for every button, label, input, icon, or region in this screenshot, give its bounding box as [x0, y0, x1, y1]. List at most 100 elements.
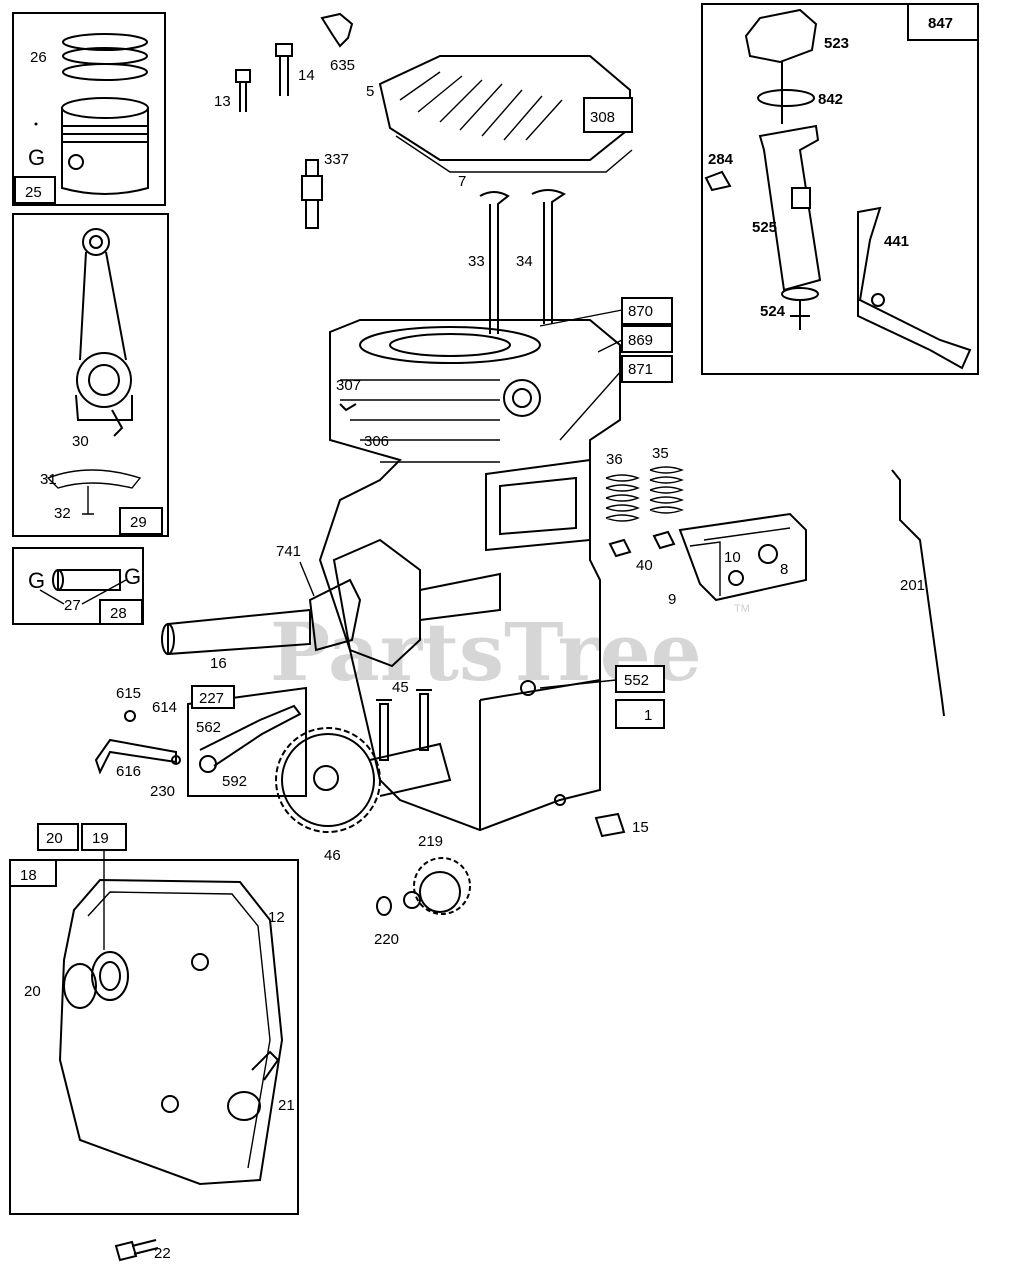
- label-615: 615: [116, 685, 141, 702]
- label-308: 308: [590, 109, 615, 126]
- label-20-box: [37, 823, 79, 851]
- crankcase-cover: [58, 878, 284, 1186]
- piston-group: 26 G 25: [12, 12, 166, 206]
- rod-lock: [46, 469, 142, 489]
- label-g-retainer-1: G: [28, 145, 45, 170]
- label-741: 741: [276, 543, 301, 560]
- head-bolt-13: [235, 69, 251, 112]
- label-219: 219: [418, 833, 443, 850]
- piston-kit-box: [12, 12, 166, 206]
- breather-group: 10 8 9: [668, 512, 807, 608]
- label-29-box: [119, 507, 163, 535]
- clip-615: [124, 710, 136, 722]
- label-871-box: [621, 355, 673, 383]
- valve-33: [479, 191, 510, 334]
- crankshaft-rear: [419, 572, 501, 621]
- label-g-retainer-2: G: [28, 568, 45, 593]
- cylinder-bore-top: [359, 326, 541, 364]
- crankcase-cover-box: [9, 859, 299, 1215]
- cylinder-block-group: 307 306 552 1: [318, 319, 665, 832]
- label-35: 35: [652, 445, 669, 462]
- label-1-box: [615, 699, 665, 729]
- label-7: 7: [458, 173, 466, 190]
- label-1: 1: [644, 707, 652, 724]
- label-847-box: [907, 3, 979, 41]
- label-25: 25: [25, 184, 42, 201]
- label-284: 284: [708, 151, 734, 168]
- oil-seal-20: [63, 963, 97, 1009]
- label-18: 18: [20, 867, 37, 884]
- label-25-box: [14, 176, 56, 204]
- label-16: 16: [210, 655, 227, 672]
- label-12: 12: [268, 909, 285, 926]
- label-870-box: [621, 297, 673, 325]
- spark-plug: [301, 159, 323, 229]
- label-30: 30: [72, 433, 89, 450]
- breather-fitting: [339, 403, 357, 412]
- crankshaft-counterweight: [332, 538, 421, 668]
- label-227: 227: [199, 690, 224, 707]
- screw-284: [704, 170, 732, 192]
- label-28: 28: [110, 605, 127, 622]
- tappet-2: [416, 689, 432, 751]
- label-592: 592: [222, 773, 247, 790]
- label-19-box: [81, 823, 127, 851]
- cam-gear: [281, 733, 375, 827]
- label-33: 33: [468, 253, 485, 270]
- breather-screw: [728, 570, 744, 586]
- camshaft: [369, 742, 452, 797]
- label-842: 842: [818, 91, 843, 108]
- label-27: 27: [64, 597, 81, 614]
- camshaft-group: 46 15: [275, 727, 649, 864]
- cylinder-block: [318, 319, 621, 832]
- label-31: 31: [40, 471, 57, 488]
- label-847: 847: [928, 15, 953, 32]
- governor-lever: [199, 704, 302, 767]
- retainer-40b: [652, 530, 676, 550]
- valve-spring-35: [649, 466, 684, 514]
- label-201: 201: [900, 577, 925, 594]
- piston-pin: [57, 569, 121, 591]
- cylinder-head-group: 13 14 635 337 308 5 7 33 34: [214, 12, 633, 334]
- connecting-rod-shaft: [79, 251, 127, 361]
- head-bolt-14: [275, 43, 293, 96]
- label-26: 26: [30, 49, 47, 66]
- gasket-set-labels: 870 869 871: [539, 297, 673, 441]
- dipstick-cap: [744, 8, 818, 64]
- valve-port: [503, 379, 541, 417]
- block-base: [479, 678, 601, 830]
- valve-34: [531, 189, 566, 324]
- label-230: 230: [150, 783, 175, 800]
- label-220: 220: [374, 931, 399, 948]
- label-34: 34: [516, 253, 533, 270]
- label-562: 562: [196, 719, 221, 736]
- label-32: 32: [54, 505, 71, 522]
- crankshaft-group: 741 16: [161, 538, 501, 672]
- piston-ring-3: [62, 63, 148, 81]
- label-308-box: [583, 97, 633, 133]
- governor-box: [187, 686, 307, 797]
- label-g-retainer-3: G: [124, 564, 141, 589]
- oil-plug: [251, 1050, 280, 1081]
- label-306: 306: [364, 433, 389, 450]
- label-29: 29: [130, 514, 147, 531]
- label-227-box: [191, 685, 235, 709]
- label-552: 552: [624, 672, 649, 689]
- label-15: 15: [632, 819, 649, 836]
- label-525: 525: [752, 219, 777, 236]
- piston-top: [61, 97, 149, 119]
- piston-pin-group: G G 27 28: [12, 547, 144, 625]
- link-rod: [891, 469, 945, 717]
- governor-gear-group: 219 220: [374, 833, 471, 948]
- label-45: 45: [392, 679, 409, 696]
- label-40: 40: [636, 557, 653, 574]
- cover-bolt-22: [114, 1239, 159, 1262]
- breather-cover: [678, 512, 807, 602]
- crankshaft-gear: [308, 578, 362, 652]
- label-307: 307: [336, 377, 361, 394]
- label-635: 635: [330, 57, 355, 74]
- label-21: 21: [278, 1097, 295, 1114]
- crankshaft-shaft: [167, 608, 311, 656]
- label-28-box: [99, 599, 143, 625]
